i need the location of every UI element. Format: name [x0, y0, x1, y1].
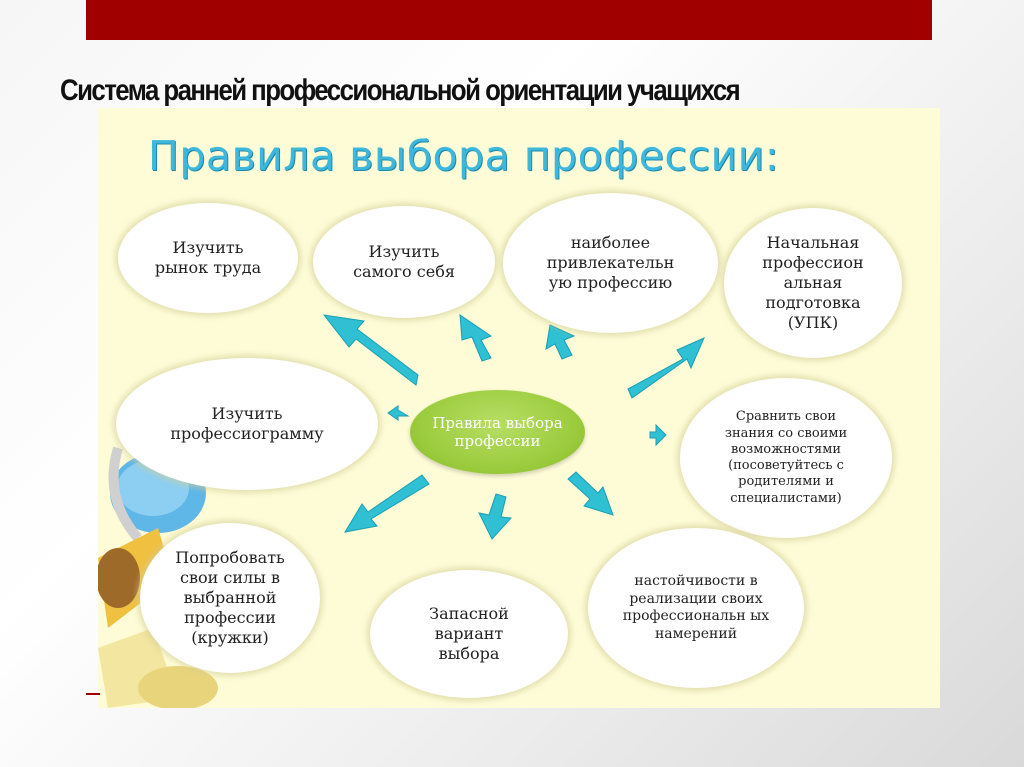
- slide-title: Система ранней профессиональной ориентац…: [60, 74, 741, 107]
- decorative-shapes: [98, 446, 218, 708]
- node-labor-market: Изучить рынок труда: [118, 203, 298, 313]
- node-vocational-training: Начальная профессион альная подготовка (…: [724, 208, 902, 358]
- arrow-to-attractive: [545, 324, 576, 360]
- accent-underline: [86, 693, 100, 695]
- arrows-layer: [322, 314, 705, 540]
- node-professiogram: Изучить профессиограмму: [116, 358, 378, 490]
- node-persistence: настойчивости в реализации своих професс…: [588, 528, 804, 688]
- node-compare-knowledge: Сравнить свои знания со своими возможнос…: [680, 378, 892, 538]
- arrow-to-compare: [649, 423, 667, 447]
- top-accent-bar: [86, 0, 932, 40]
- node-attractive-profession: наиболее привлекательн ую профессию: [503, 193, 718, 333]
- node-backup-option: Запасной вариант выбора: [370, 570, 568, 698]
- node-study-self: Изучить самого себя: [313, 206, 495, 318]
- center-node: Правила выбора профессии: [410, 390, 585, 474]
- arrow-to-professiogram: [387, 405, 410, 421]
- diagram-panel: Правила выбора профессии: Изучить рынок …: [98, 108, 940, 708]
- arrow-to-try-strength: [343, 474, 430, 533]
- node-try-strength: Попробовать свои силы в выбранной профес…: [140, 523, 320, 673]
- arrow-to-persistence: [567, 471, 614, 516]
- diagram-heading: Правила выбора профессии:: [148, 132, 780, 180]
- arrow-to-labor-market: [322, 314, 419, 386]
- arrow-to-backup: [478, 493, 513, 540]
- arrow-to-training: [627, 337, 705, 399]
- arrow-to-study-self: [459, 314, 493, 362]
